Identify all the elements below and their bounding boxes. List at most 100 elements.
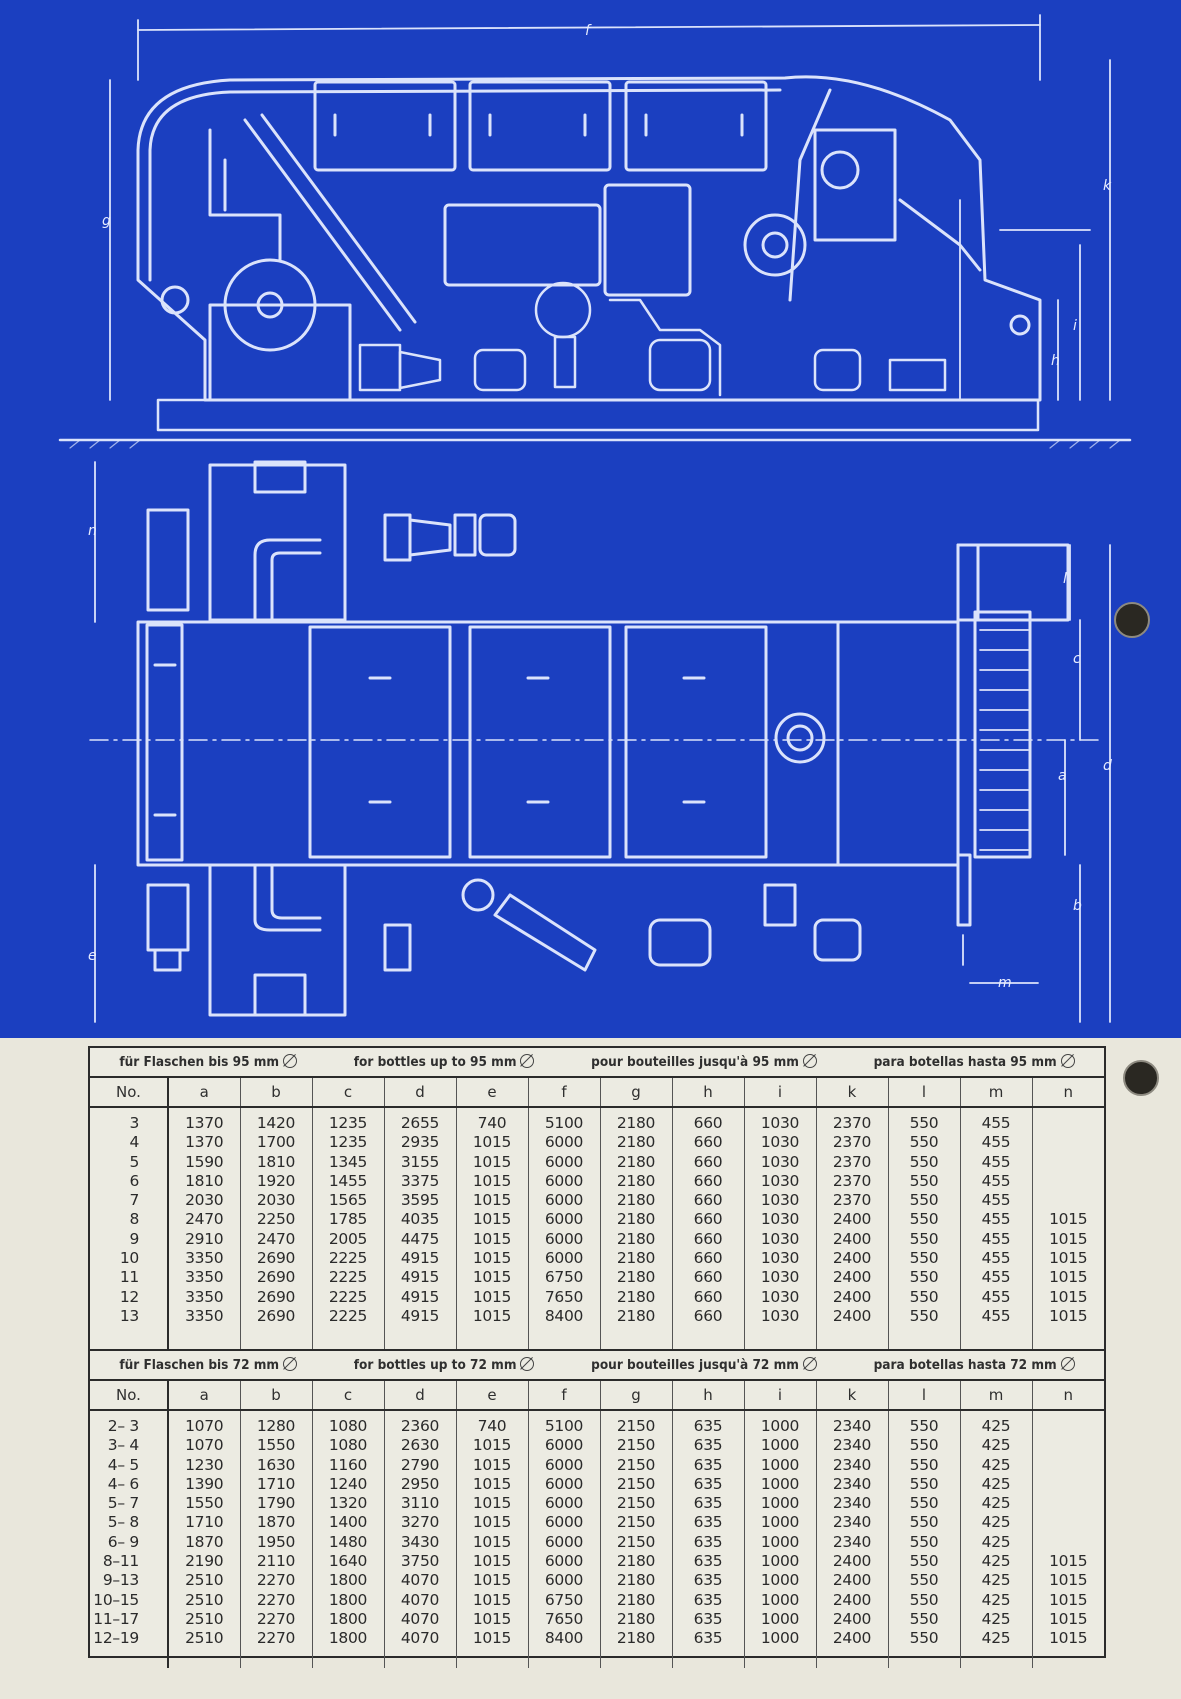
table-cell: 9 [129, 1229, 139, 1248]
table-cell: 550 [909, 1171, 939, 1190]
table-cell: 2340 [832, 1532, 872, 1551]
table-cell: 1000 [760, 1436, 800, 1455]
table-cell: 635 [693, 1571, 723, 1590]
table-cell: 1030 [760, 1152, 800, 1171]
column-header-a: a [167, 1380, 240, 1411]
column-header-c: c [311, 1380, 384, 1411]
table-cell: 4915 [400, 1287, 440, 1306]
table-cell: 635 [693, 1436, 723, 1455]
table-cell: 740 [477, 1114, 507, 1132]
table-cell: 550 [909, 1513, 939, 1532]
table-cell: 1000 [760, 1571, 800, 1590]
table-cell: 1015 [472, 1191, 512, 1210]
caption-95-fr: pour bouteilles jusqu'à 95 mm [591, 1054, 799, 1070]
table-cell: 2630 [400, 1436, 440, 1455]
table-cell: 1000 [760, 1494, 800, 1513]
table-cell: 1870 [256, 1513, 296, 1532]
table-cell: 4070 [400, 1590, 440, 1609]
table-cell: 1235 [328, 1114, 368, 1132]
table-cell: 2510 [185, 1590, 224, 1609]
table-cell: 2180 [616, 1229, 656, 1248]
table-cell: 1800 [328, 1609, 368, 1628]
table-cell: 635 [693, 1532, 723, 1551]
table-cell: 1785 [328, 1210, 368, 1229]
table-cell: 425 [981, 1513, 1011, 1532]
dim-label-n: n [88, 523, 97, 539]
table-cell: 4915 [400, 1268, 440, 1287]
dim-label-d: d [1103, 758, 1112, 774]
table-cell: 2400 [832, 1590, 872, 1609]
table-cell: 550 [909, 1571, 939, 1590]
punch-hole-bottom [1123, 1060, 1159, 1096]
table-cell: 1000 [760, 1455, 800, 1474]
table-cell: 1030 [760, 1249, 800, 1268]
diameter-icon [520, 1054, 535, 1068]
table-cell: 6750 [544, 1590, 584, 1609]
table-cell: 6000 [544, 1436, 584, 1455]
table-cell: 1710 [256, 1474, 296, 1493]
column-header-b: b [239, 1380, 312, 1411]
table-cell: 1015 [472, 1513, 512, 1532]
dim-label-c: c [1073, 651, 1081, 667]
dimension-tables: für Flaschen bis 95 mm for bottles up to… [88, 1046, 1106, 1668]
table-cell: 2400 [832, 1249, 872, 1268]
table-cell: 1030 [760, 1287, 800, 1306]
table-cell: 1455 [328, 1171, 368, 1190]
table-cell: 2935 [400, 1133, 440, 1152]
dimension-table: für Flaschen bis 95 mm for bottles up to… [90, 1048, 1104, 1668]
table-cell: 1015 [472, 1571, 512, 1590]
table-cell: 1320 [328, 1494, 368, 1513]
table-cell: 550 [909, 1191, 939, 1210]
table-cell: 1920 [256, 1171, 296, 1190]
table-cell: 1015 [472, 1133, 512, 1152]
table-cell: 455 [981, 1229, 1011, 1248]
table-cell: 1030 [760, 1268, 800, 1287]
table-cell: 2400 [832, 1287, 872, 1306]
table-cell: 6000 [544, 1552, 584, 1571]
table-cell: 2340 [832, 1513, 872, 1532]
table-cell: 2180 [616, 1571, 656, 1590]
column-header-i: i [743, 1077, 816, 1108]
table-cell: 550 [909, 1114, 939, 1132]
table-cell [1033, 1533, 1105, 1552]
table-cell: 1710 [185, 1513, 224, 1532]
table-cell: 4915 [400, 1306, 440, 1325]
dim-label-f: f [585, 23, 592, 39]
table-cell: 2360 [400, 1417, 440, 1435]
table-cell: 4475 [400, 1229, 440, 1248]
caption-95mm: für Flaschen bis 95 mm for bottles up to… [90, 1048, 1104, 1078]
table-cell: 2400 [832, 1609, 872, 1628]
table-cell: 550 [909, 1417, 939, 1435]
table-cell: 635 [693, 1552, 723, 1571]
table-cell: 1015 [1049, 1552, 1088, 1571]
table-cell: 1015 [1049, 1590, 1088, 1609]
table-cell: 1015 [472, 1268, 512, 1287]
table-cell: 660 [693, 1268, 723, 1287]
table-cell: 1565 [328, 1191, 368, 1210]
table-cell: 2400 [832, 1229, 872, 1248]
table-cell: 4 [129, 1133, 139, 1152]
table-cell: 1800 [328, 1629, 368, 1648]
table-cell: 6000 [544, 1152, 584, 1171]
table-cell: 2180 [616, 1249, 656, 1268]
table-cell: 1000 [760, 1532, 800, 1551]
table-cell: 1030 [760, 1133, 800, 1152]
table-cell: 660 [693, 1210, 723, 1229]
dim-label-e: e [88, 948, 97, 964]
diameter-icon [1060, 1357, 1075, 1371]
table-cell: 4– 6 [107, 1474, 140, 1493]
caption-72mm: für Flaschen bis 72 mm for bottles up to… [90, 1349, 1104, 1381]
table-cell: 2180 [616, 1152, 656, 1171]
table-cell: 2225 [328, 1249, 368, 1268]
table-cell: 550 [909, 1133, 939, 1152]
table-cell: 1015 [472, 1474, 512, 1493]
dim-label-m: m [998, 975, 1012, 991]
table-cell [1033, 1436, 1105, 1455]
table-cell: 660 [693, 1171, 723, 1190]
table-cell: 660 [693, 1114, 723, 1132]
